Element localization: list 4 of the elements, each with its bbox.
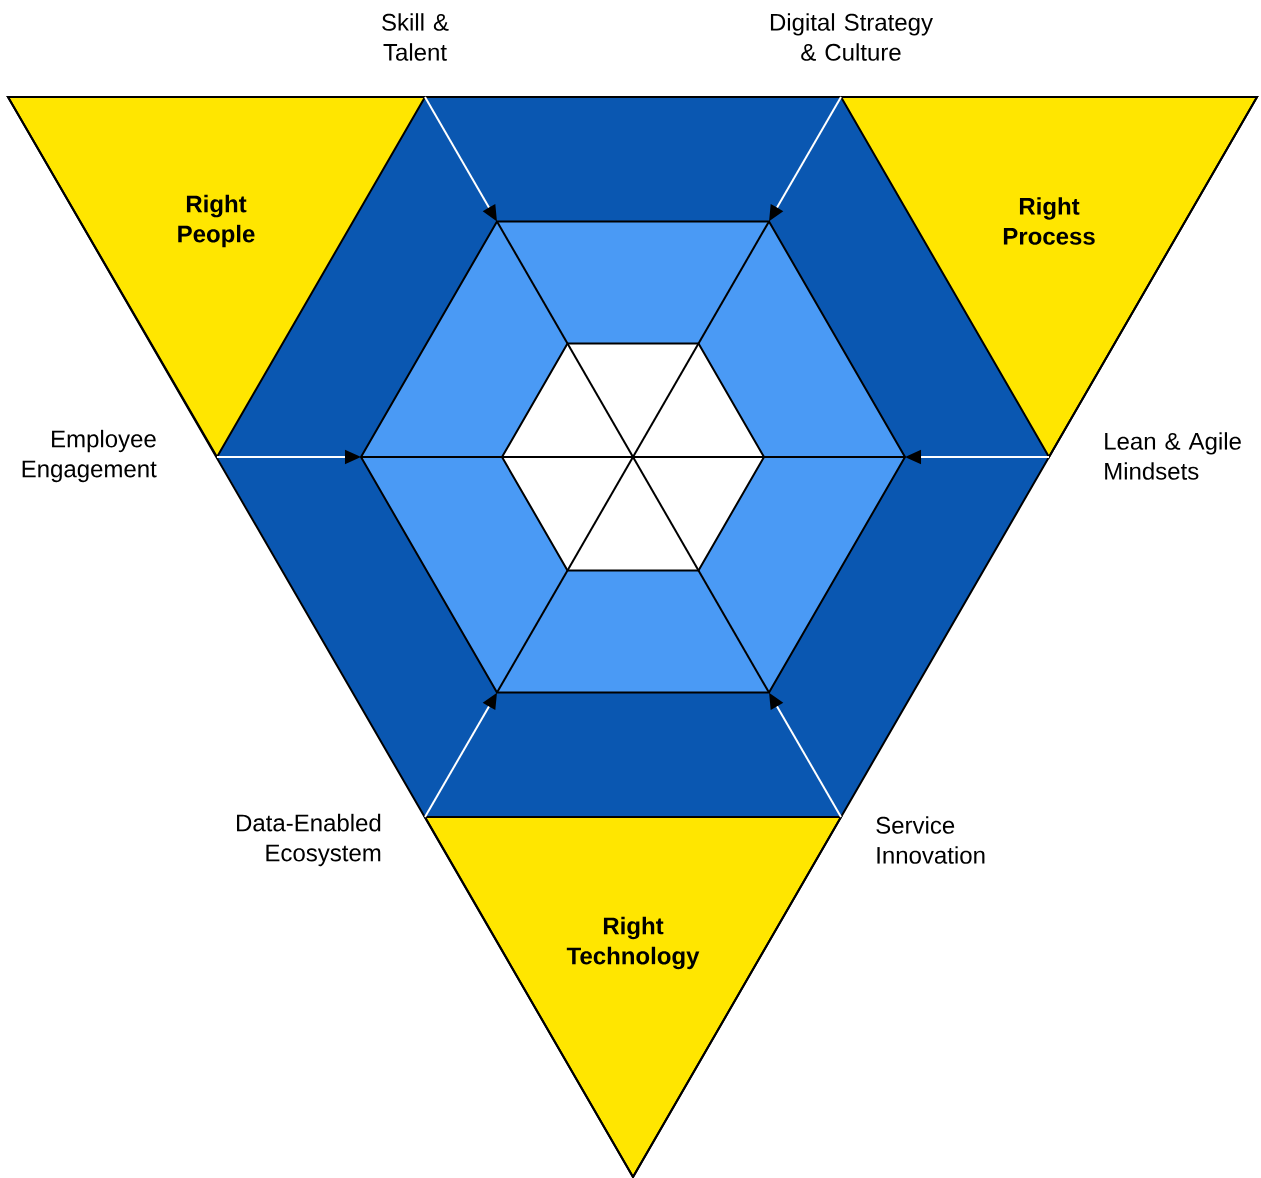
outer-label: Service Innovation — [876, 816, 985, 864]
outer-label: Skill & Talent — [382, 13, 449, 61]
outer-label: Digital Strategy & Culture — [770, 13, 933, 61]
outer-label: Data-Enabled Ecosystem — [237, 813, 381, 867]
